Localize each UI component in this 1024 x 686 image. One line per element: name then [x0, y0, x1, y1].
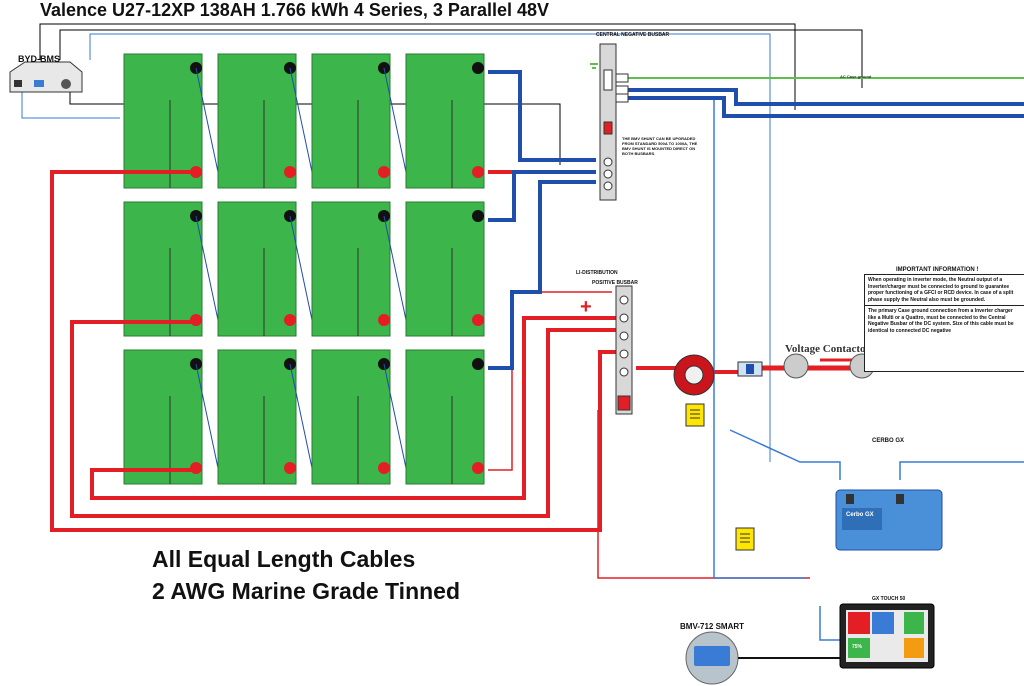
- shunt-note: THE BMV SHUNT CAN BE UPGRADED FROM STAND…: [622, 136, 698, 156]
- info-paragraph-1: When operating in inverter mode, the Neu…: [865, 275, 1024, 306]
- central-busbar-label: CENTRAL NEGATIVE BUSBAR: [596, 32, 670, 38]
- positive-terminal: [378, 462, 390, 474]
- gx-touch: [839, 603, 935, 669]
- battery-bank: [123, 53, 485, 485]
- series-link: [383, 363, 407, 469]
- positive-busbar: [615, 285, 633, 415]
- battery-cell: [217, 53, 297, 189]
- fuse: [737, 361, 763, 377]
- series-link: [383, 215, 407, 321]
- info-paragraph-2: The primary Case ground connection from …: [868, 308, 1014, 334]
- negative-terminal: [472, 358, 484, 370]
- battery-cell: [123, 201, 203, 337]
- battery-cell: [405, 201, 485, 337]
- battery-cell: [123, 349, 203, 485]
- voltage-contactors-label: Voltage Contactors: [785, 343, 875, 355]
- series-link: [195, 67, 219, 173]
- battery-cell: [405, 349, 485, 485]
- battery-cell: [311, 349, 391, 485]
- positive-terminal: [378, 314, 390, 326]
- li-distribution-label: LI-DISTRIBUTION: [576, 270, 618, 276]
- series-link: [289, 215, 313, 321]
- info-box: When operating in inverter mode, the Neu…: [864, 274, 1024, 372]
- thin-blue-wires: [713, 100, 1024, 641]
- gx-touch-value: 75%: [852, 644, 863, 650]
- series-link: [195, 363, 219, 469]
- battery-cell: [311, 201, 391, 337]
- page-title: Valence U27-12XP 138AH 1.766 kWh 4 Serie…: [40, 0, 549, 20]
- bms-label: BYD-BMS: [18, 54, 60, 64]
- negative-terminal: [472, 210, 484, 222]
- battery-cell: [405, 53, 485, 189]
- positive-terminal: [284, 314, 296, 326]
- cable-note-line-2: 2 AWG Marine Grade Tinned: [152, 578, 461, 604]
- positive-busbar-label: POSITIVE BUSBAR: [592, 280, 638, 286]
- document-icon: [735, 527, 755, 551]
- bmv-label: BMV-712 SMART: [680, 622, 745, 631]
- negative-cables: [488, 70, 1024, 370]
- positive-terminal: [378, 166, 390, 178]
- bms-unit: [9, 61, 83, 93]
- plus-sign: +: [580, 296, 592, 318]
- positive-terminal: [472, 462, 484, 474]
- positive-terminal: [284, 166, 296, 178]
- series-link: [383, 67, 407, 173]
- positive-terminal: [472, 166, 484, 178]
- cerbo-label: CERBO GX: [872, 438, 905, 444]
- battery-cell: [217, 201, 297, 337]
- ground-label: AC Case ground: [840, 74, 872, 79]
- positive-thin-cables: [488, 291, 810, 579]
- battery-cell: [311, 53, 391, 189]
- battery-switch: [673, 354, 715, 427]
- negative-terminal: [472, 62, 484, 74]
- info-title: IMPORTANT INFORMATION !: [896, 267, 979, 273]
- positive-terminal: [284, 462, 296, 474]
- positive-terminal: [472, 314, 484, 326]
- cerbo-gx: [835, 489, 943, 551]
- battery-cell: [123, 53, 203, 189]
- cable-note-line-1: All Equal Length Cables: [152, 546, 416, 572]
- battery-cell: [217, 349, 297, 485]
- central-negative-busbar: [590, 43, 629, 201]
- series-link: [289, 67, 313, 173]
- series-link: [289, 363, 313, 469]
- gx-touch-label: GX TOUCH 50: [872, 596, 906, 602]
- cerbo-screen-text: Cerbo GX: [846, 512, 874, 518]
- bmv-712: [685, 631, 840, 685]
- series-link: [195, 215, 219, 321]
